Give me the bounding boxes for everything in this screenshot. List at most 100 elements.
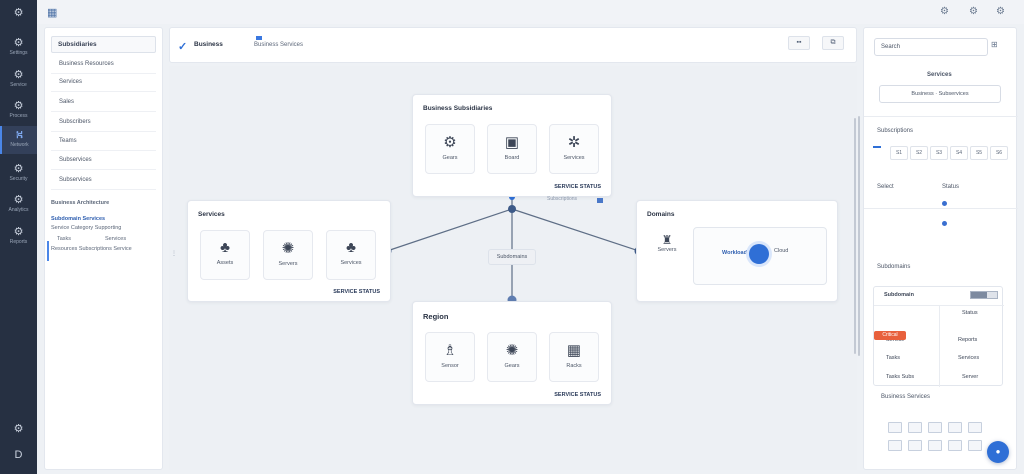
list-item[interactable]: Subscribers [51, 114, 156, 132]
rail-item-network[interactable]: ⛕ Network [0, 126, 37, 154]
grid-logo-icon: ⚙ [13, 7, 24, 19]
gears-icon: ✺ [505, 342, 519, 359]
dot-icon: ● [995, 447, 1001, 456]
subdomain-table: Subdomain Status Service Reports Tasks S… [873, 286, 1004, 387]
rail-item-label: Network [10, 142, 29, 148]
node-status: SERVICE STATUS [554, 184, 601, 190]
rail-item-security[interactable]: ⚙ Security [0, 160, 37, 188]
table-cell: Reports [958, 337, 978, 343]
collapse-handle-icon[interactable]: ⋮ [171, 251, 177, 257]
rail-item-reports[interactable]: ⚙ Reports [0, 223, 37, 251]
settings-icon[interactable]: ⚙ [940, 6, 949, 17]
panel-header[interactable]: Subsidiaries [51, 36, 156, 53]
tab-4[interactable]: S4 [950, 146, 968, 160]
tile-label: Gears [442, 155, 458, 161]
rail-item-service[interactable]: ⚙ Service [0, 66, 37, 94]
table-cell: Server [962, 374, 979, 380]
page-subtitle: Business Services [254, 42, 304, 48]
app-logo[interactable]: ⚙ [0, 4, 37, 32]
table-cell: Tasks [886, 355, 901, 361]
node-tile[interactable]: ♣ Services [326, 230, 376, 280]
node-card-bottom[interactable]: Region ♗ Sensor ✺ Gears ▦ Racks SERVICE … [412, 301, 612, 405]
node-tile[interactable]: ✲ Services [549, 124, 599, 174]
assets-icon: ♣ [220, 239, 230, 256]
node-tile[interactable]: ⚙ Gears [425, 124, 475, 174]
progress-bar [970, 291, 998, 299]
tab-1[interactable]: S1 [890, 146, 908, 160]
node-card-top[interactable]: Business Subsidiaries ⚙ Gears ▣ Board ✲ … [412, 94, 612, 197]
grid-cell[interactable] [928, 422, 942, 433]
rail-item-label: Analytics [8, 207, 29, 213]
node-card-right[interactable]: Domains ♜ Servers Workloads Cloud [636, 200, 838, 302]
tab-3[interactable]: S3 [930, 146, 948, 160]
top-bar: ▦ ⚙ ⚙ ⚙ [37, 0, 1024, 24]
diagram-canvas[interactable]: Business Subsidiaries ⚙ Gears ▣ Board ✲ … [169, 66, 857, 470]
gear-icon: ⚙ [13, 226, 24, 238]
node-title: Region [423, 312, 449, 321]
selection-indicator [47, 241, 49, 261]
fit-view-button[interactable]: ⧉ [822, 36, 844, 50]
profile-icon[interactable]: ⚙ [996, 6, 1005, 17]
list-item[interactable]: Teams [51, 133, 156, 151]
node-tile[interactable]: ▣ Board [487, 124, 537, 174]
rail-item-docs[interactable]: D [0, 446, 37, 474]
node-tile[interactable]: ✺ Gears [487, 332, 537, 382]
grid-cell[interactable] [928, 440, 942, 451]
grid-cell[interactable] [908, 422, 922, 433]
node-tile[interactable]: ▦ Racks [549, 332, 599, 382]
filter-icon[interactable]: ⊞ [991, 40, 998, 49]
status-chip [256, 36, 262, 40]
panel-scrollbar[interactable] [858, 116, 860, 356]
grid-cell[interactable] [908, 440, 922, 451]
panel-title: Services [927, 72, 952, 78]
tile-label: Sensor [441, 363, 459, 369]
node-tile[interactable]: ♜ Servers [649, 233, 685, 273]
grid-cell[interactable] [948, 440, 962, 451]
grid-cell[interactable] [968, 440, 982, 451]
section-title: Subdomains [877, 264, 911, 270]
status-dot [942, 221, 947, 226]
list-item[interactable]: Services [51, 74, 156, 92]
list-subitem[interactable]: Service Category Supporting [51, 225, 122, 231]
workload-panel[interactable]: Workloads Cloud [693, 227, 827, 285]
list-item[interactable]: Business Resources [51, 56, 156, 74]
node-tile[interactable]: ♣ Assets [200, 230, 250, 280]
link-indicator [597, 198, 603, 203]
tile-label: Services [563, 155, 585, 161]
layout-toggle-button[interactable]: ▪▪ [788, 36, 810, 50]
tab-2[interactable]: S2 [910, 146, 928, 160]
status-badge: Critical [874, 331, 906, 340]
services-icon: ♣ [346, 239, 356, 256]
table-cell: Tasks Subs [886, 374, 915, 380]
grid-cell[interactable] [888, 422, 902, 433]
selected-item[interactable]: Subdomain Services [51, 216, 106, 222]
rail-item-preferences[interactable]: ⚙ [0, 420, 37, 448]
grid-cell[interactable] [888, 440, 902, 451]
node-tile[interactable]: ♗ Sensor [425, 332, 475, 382]
search-input[interactable]: Search [874, 38, 988, 56]
hub-node[interactable]: Subdomains [488, 249, 536, 265]
tab-5[interactable]: S5 [970, 146, 988, 160]
canvas-scrollbar[interactable] [854, 118, 856, 354]
grid-cell[interactable] [968, 422, 982, 433]
action-button[interactable]: ● [987, 441, 1009, 463]
list-item[interactable]: Subservices [51, 152, 156, 170]
list-item[interactable]: Subservices [51, 172, 156, 190]
workspace-icon[interactable]: ▦ [47, 7, 58, 19]
rail-item-process[interactable]: ⚙ Process [0, 97, 37, 125]
tab-6[interactable]: S6 [990, 146, 1008, 160]
list-subitem[interactable]: Resources Subscriptions Service [51, 246, 132, 252]
rail-item-settings[interactable]: ⚙ Settings [0, 34, 37, 62]
column-label: Select [877, 184, 894, 190]
list-subitem[interactable]: Tasks [57, 236, 72, 242]
rail-item-analytics[interactable]: ⚙ Analytics [0, 191, 37, 219]
tile-label: Gears [504, 363, 520, 369]
list-subitem[interactable]: Services [105, 236, 127, 242]
active-node-icon[interactable] [749, 244, 769, 264]
node-card-left[interactable]: Services ♣ Assets ✺ Servers ♣ Services S… [187, 200, 391, 302]
grid-cell[interactable] [948, 422, 962, 433]
list-item[interactable]: Sales [51, 94, 156, 112]
scope-selector[interactable]: Business · Subservices [879, 85, 1001, 103]
node-tile[interactable]: ✺ Servers [263, 230, 313, 280]
notifications-icon[interactable]: ⚙ [969, 6, 978, 17]
